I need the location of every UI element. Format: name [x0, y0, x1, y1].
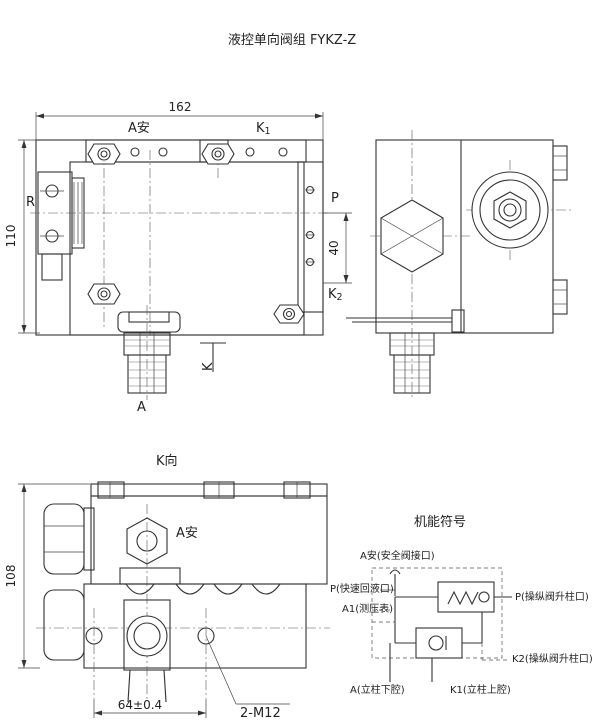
dim-40: 40	[327, 240, 341, 255]
sym-p-fast: P(快速回液口)	[330, 582, 394, 595]
label-r: R	[26, 195, 35, 210]
hex-bolt-k2	[273, 304, 305, 324]
label-k2: K2	[328, 287, 343, 303]
side-large-hex-plug	[380, 199, 444, 273]
dim-108: 108	[4, 565, 18, 588]
k-view: K向 108 A安	[4, 453, 330, 721]
k-view-title: K向	[156, 453, 178, 469]
drawing-title: 液控单向阀组 FYKZ-Z	[228, 32, 356, 48]
k-view-central-fitting	[123, 599, 171, 703]
front-view: 162 110	[4, 100, 352, 415]
label-a-safe: A安	[128, 121, 150, 136]
dim-64: 64±0.4	[118, 698, 162, 712]
a-port-fitting	[117, 305, 181, 400]
side-view	[346, 130, 572, 400]
sym-a-safe: A安(安全阀接口)	[360, 549, 435, 562]
function-symbol: 机能符号 A安(安全阀接口) P(快速回液口) A1(测压表) P(操纵阀升柱口…	[330, 514, 593, 696]
label-p: P	[331, 191, 339, 206]
hex-bolt-a-safe	[87, 143, 121, 165]
side-bottom-fitting	[389, 332, 435, 394]
sym-k1-bottom: K1(立柱上腔)	[450, 683, 511, 696]
side-round-nut	[471, 171, 549, 249]
sym-a1: A1(测压表)	[342, 602, 393, 615]
thread-callout: 2-M12	[240, 706, 281, 721]
hex-bolt-left-lower	[87, 283, 121, 305]
sym-k2-right: K2(操纵阀升柱口)	[512, 652, 593, 665]
hex-bolt-k1	[201, 143, 235, 165]
dim-110: 110	[4, 225, 18, 248]
sym-p-right: P(操纵阀升柱口)	[515, 590, 589, 603]
sym-a-bottom: A(立柱下腔)	[350, 683, 405, 696]
label-a: A	[137, 400, 146, 415]
dim-162: 162	[169, 100, 192, 114]
k-view-label-a-safe: A安	[176, 526, 198, 541]
label-k1: K1	[256, 121, 271, 137]
label-view-k: K	[201, 362, 216, 371]
symbol-title: 机能符号	[414, 514, 466, 530]
